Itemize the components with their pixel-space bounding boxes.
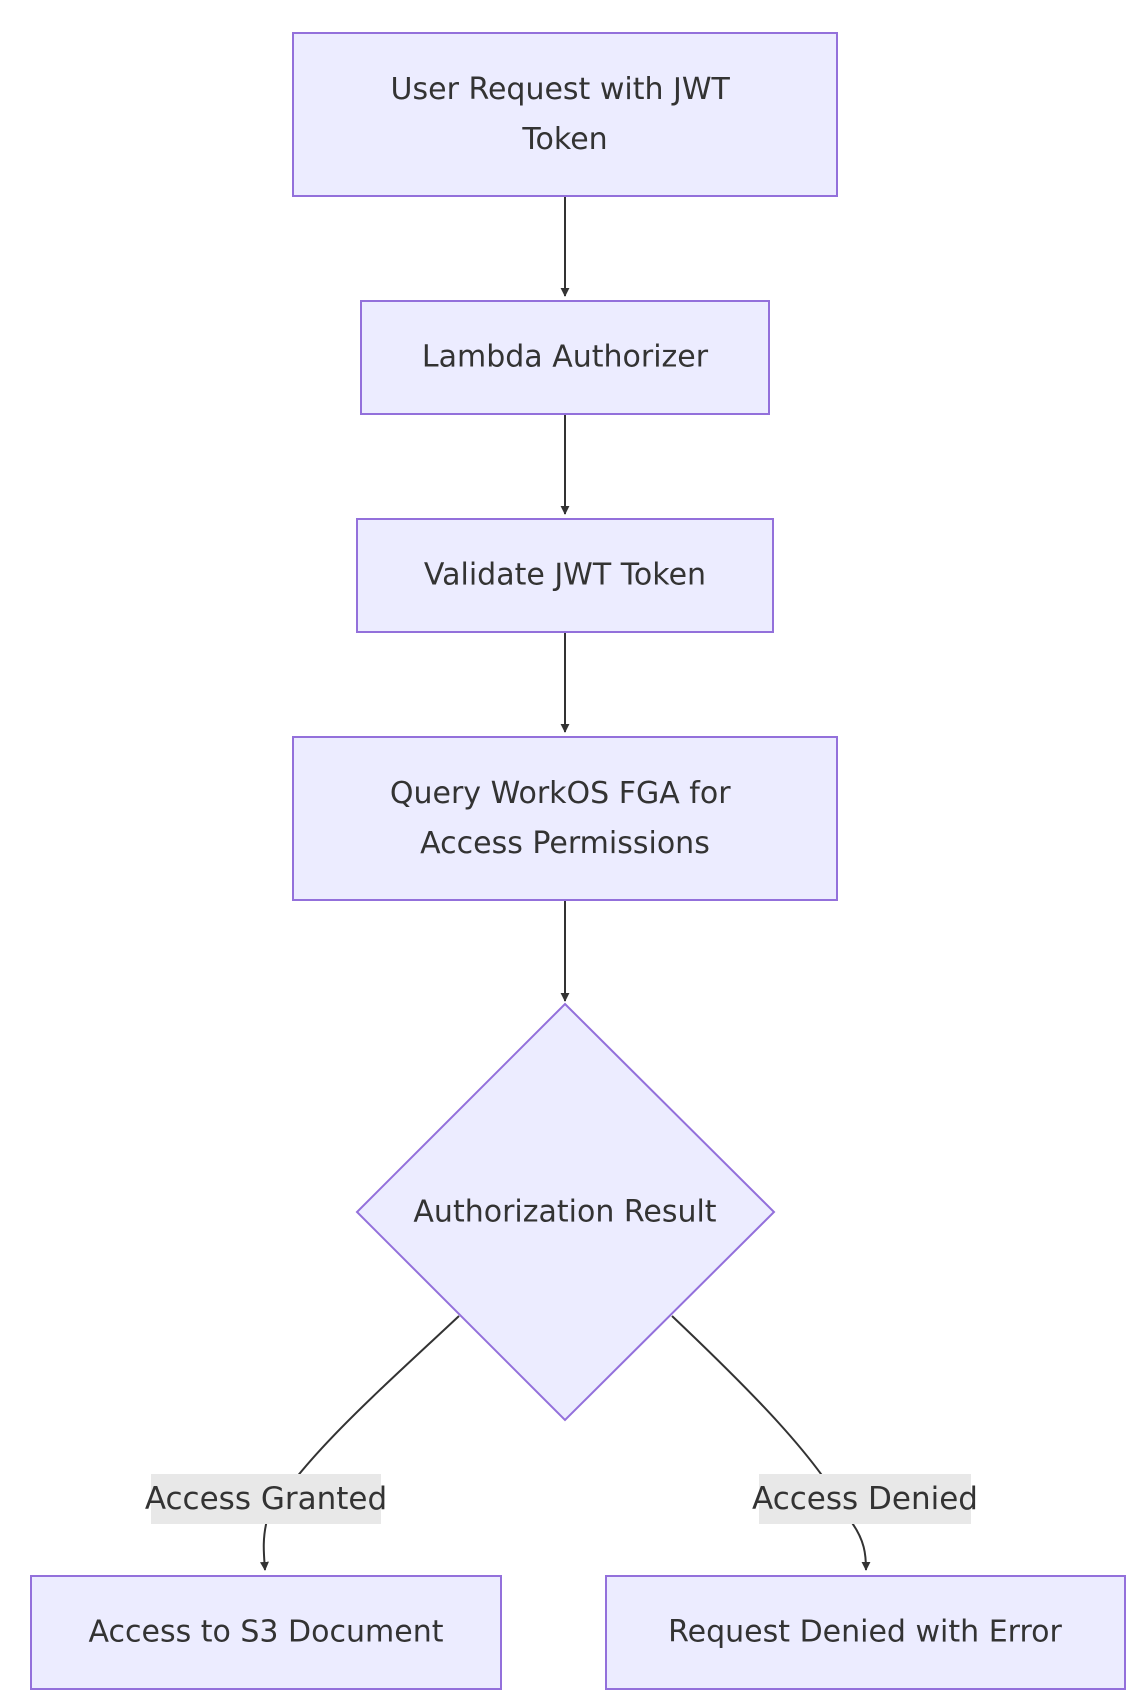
- node-query-fga-line-2: Access Permissions: [420, 826, 710, 861]
- node-user-request-line-1: User Request with JWT: [391, 72, 731, 107]
- node-authorization-result: Authorization Result: [355, 1002, 776, 1422]
- node-validate-jwt: Validate JWT Token: [356, 518, 774, 633]
- node-request-denied: Request Denied with Error: [605, 1575, 1126, 1690]
- node-query-fga: Query WorkOS FGA for Access Permissions: [292, 736, 838, 901]
- node-user-request: User Request with JWT Token: [292, 32, 838, 197]
- edge-label-access-denied-text: Access Denied: [752, 1481, 978, 1517]
- node-authorization-result-label: Authorization Result: [413, 1195, 716, 1230]
- svg-text:Query WorkOS FGA for Acc: Query WorkOS FGA for Access Permissions: [390, 776, 740, 861]
- svg-text:User Request with JWT To: User Request with JWT Token: [391, 72, 740, 157]
- node-validate-jwt-label: Validate JWT Token: [424, 558, 706, 593]
- edge-authorization-to-request-denied: [671, 1315, 871, 1571]
- node-lambda-authorizer-label: Lambda Authorizer: [422, 340, 709, 375]
- node-lambda-authorizer: Lambda Authorizer: [360, 300, 770, 415]
- node-user-request-line-2: Token: [521, 122, 607, 157]
- edge-label-access-denied: Access Denied: [752, 1474, 978, 1524]
- edge-label-access-granted: Access Granted: [145, 1474, 387, 1524]
- node-access-s3: Access to S3 Document: [30, 1575, 502, 1690]
- node-query-fga-line-1: Query WorkOS FGA for: [390, 776, 731, 811]
- node-access-s3-label: Access to S3 Document: [89, 1615, 444, 1650]
- edge-authorization-to-access-s3: [259, 1315, 460, 1571]
- node-request-denied-label: Request Denied with Error: [668, 1615, 1062, 1650]
- edge-label-access-granted-text: Access Granted: [145, 1481, 387, 1517]
